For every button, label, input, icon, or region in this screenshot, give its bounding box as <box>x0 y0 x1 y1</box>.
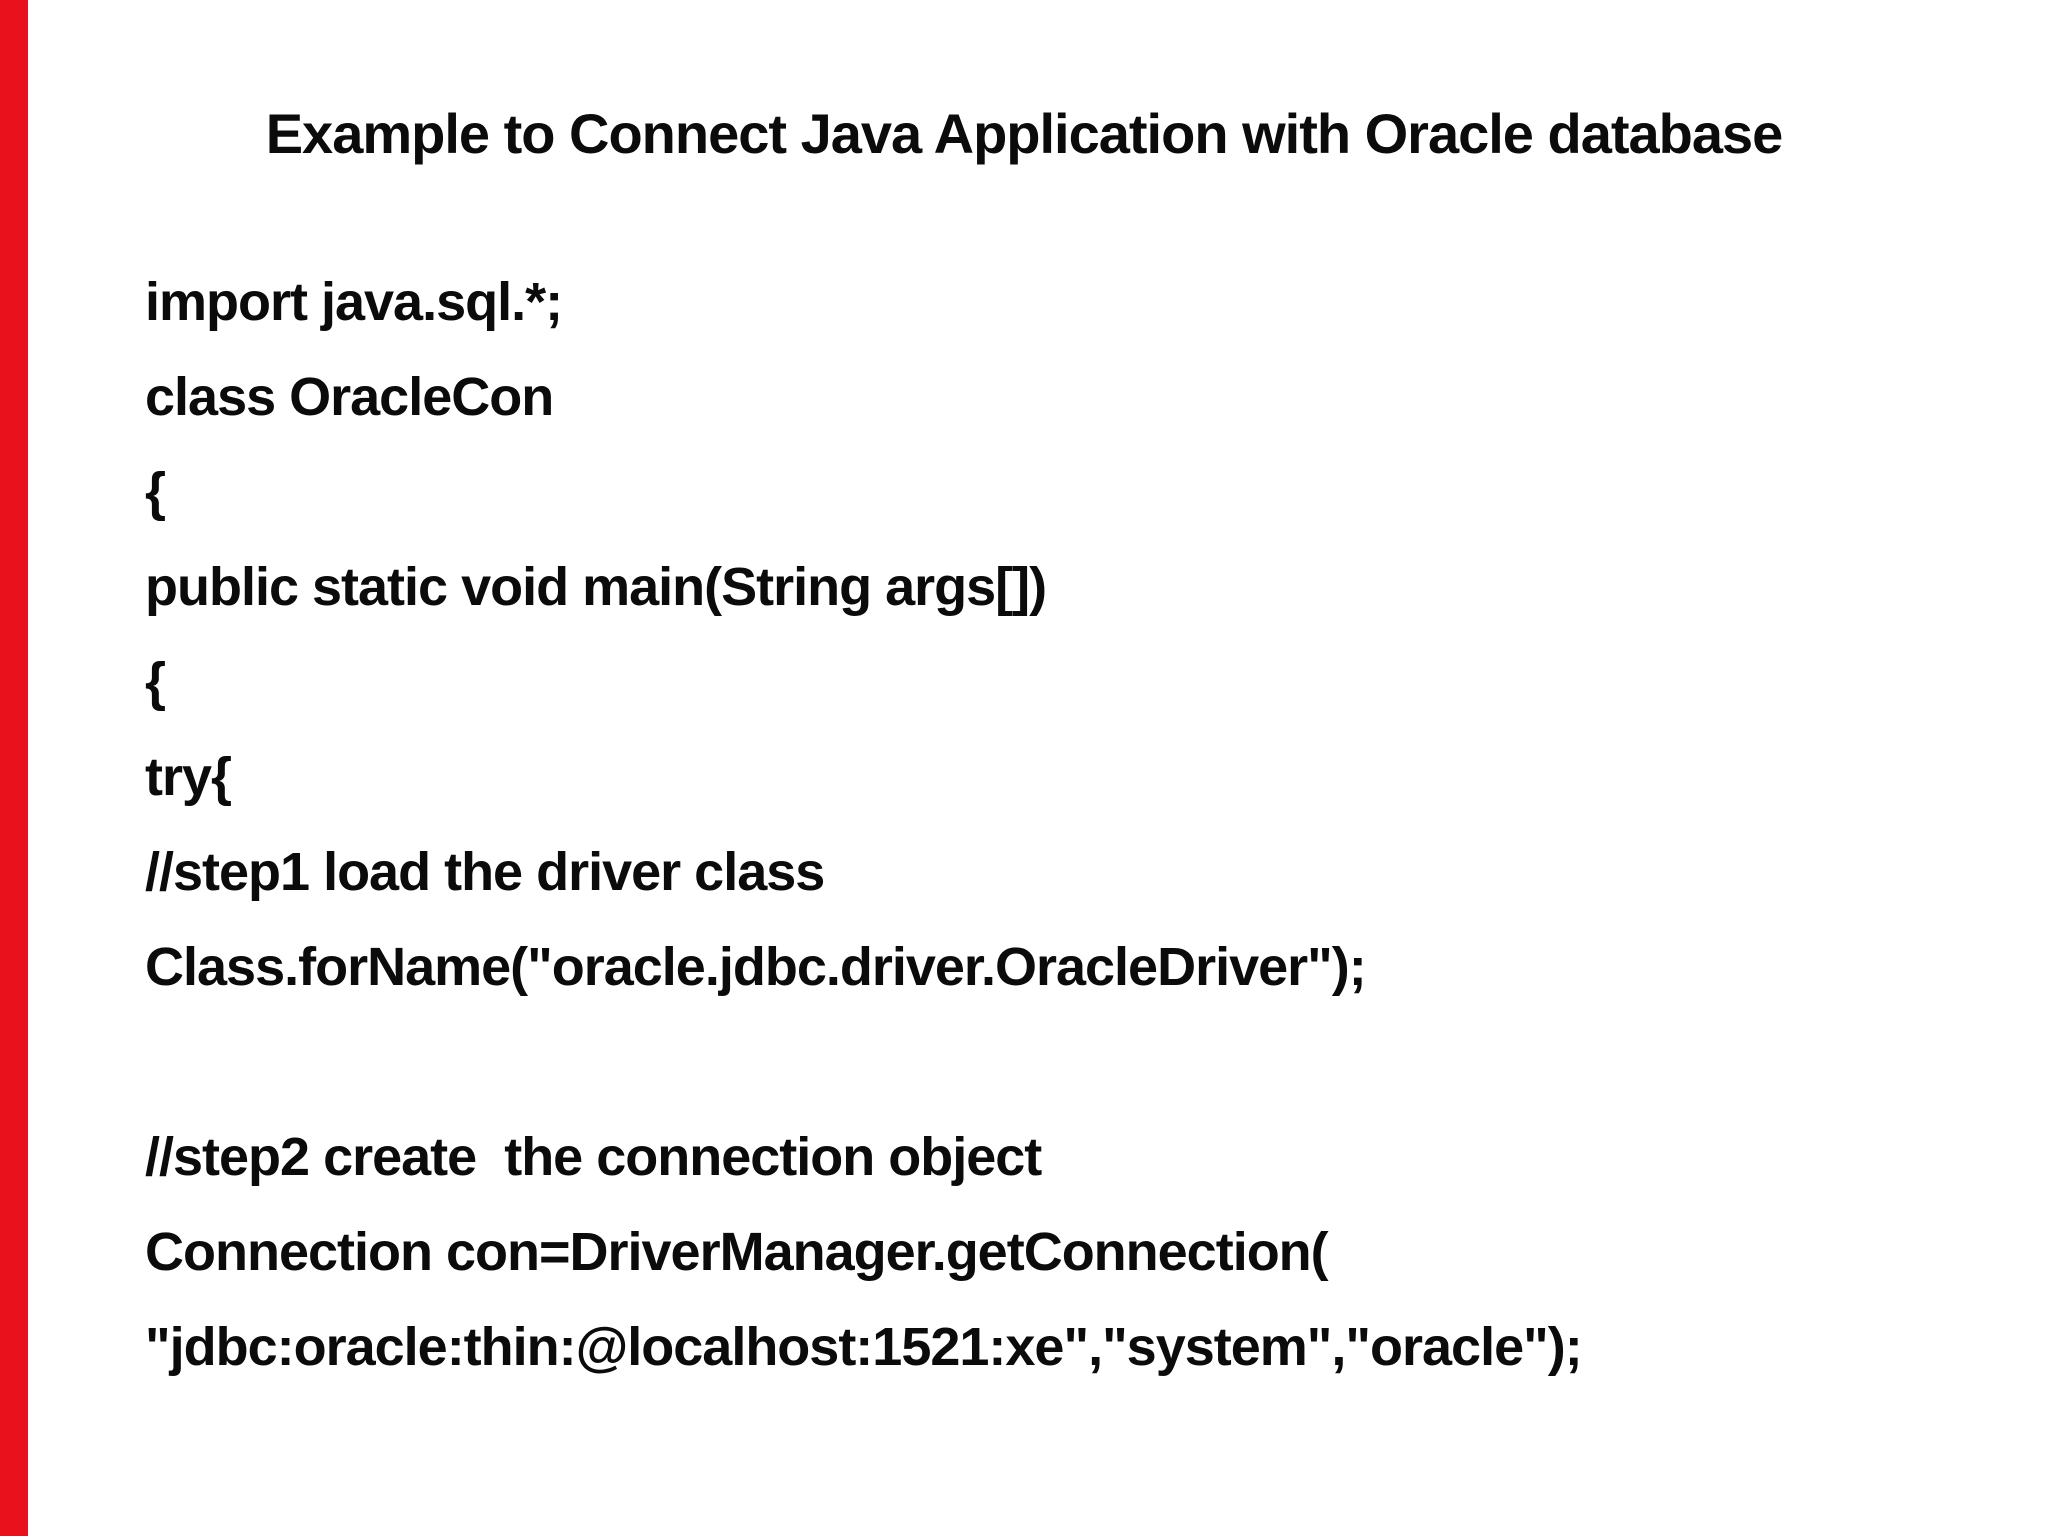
code-line: Connection con=DriverManager.getConnecti… <box>145 1222 1329 1282</box>
code-line: //step2 create the connection object <box>145 1127 1042 1187</box>
code-line: "jdbc:oracle:thin:@localhost:1521:xe","s… <box>145 1317 1583 1377</box>
code-line: import java.sql.*; <box>145 272 563 332</box>
code-line: public static void main(String args[]) <box>145 557 1047 617</box>
code-line: { <box>145 462 166 522</box>
code-line: try{ <box>145 747 232 807</box>
code-line: { <box>145 652 166 712</box>
code-line: class OracleCon <box>145 367 554 427</box>
code-line: //step1 load the driver class <box>145 842 825 902</box>
code-line <box>145 1015 2008 1110</box>
code-block: import java.sql.*; class OracleCon { public… <box>145 255 2008 1395</box>
code-line: Class.forName("oracle.jdbc.driver.Oracle… <box>145 937 1367 997</box>
slide-title: Example to Connect Java Application with… <box>265 102 1784 165</box>
red-accent-bar <box>0 0 28 1536</box>
